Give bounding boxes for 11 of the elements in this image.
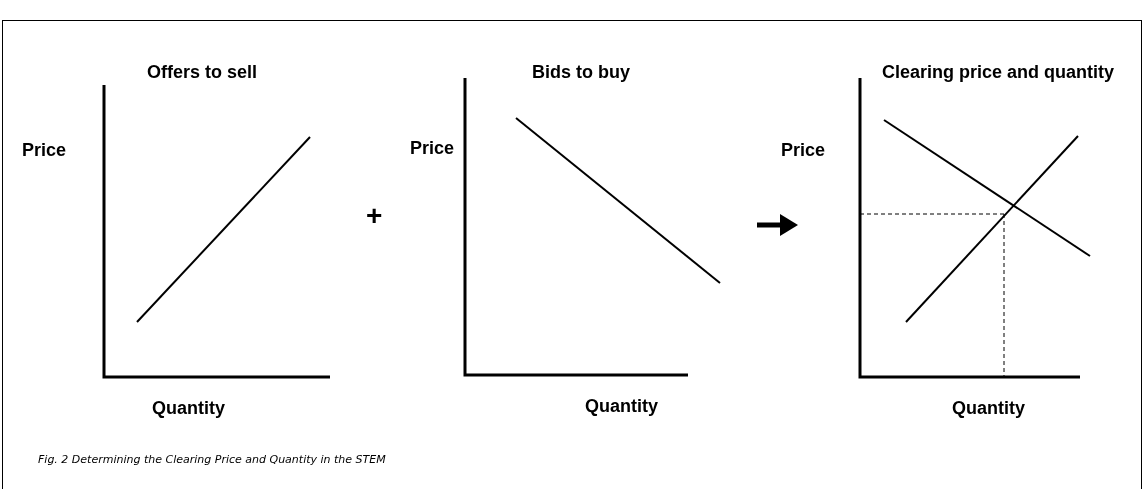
axis-label: Quantity (152, 398, 225, 419)
axis-label: Price (22, 140, 67, 161)
axis-label: Quantity (585, 396, 658, 417)
plus-sign: + (366, 200, 383, 232)
chart-title: Clearing price and quantity (882, 62, 1115, 83)
chart-title: Bids to buy (532, 62, 630, 83)
axis-label: Price (410, 138, 455, 159)
axis-label: Price (781, 140, 826, 161)
axis-label: Quantity (952, 398, 1025, 419)
chart-title: Offers to sell (147, 62, 258, 83)
figure-caption: Fig. 2 Determining the Clearing Price and Quantity in the STEM (38, 453, 386, 466)
